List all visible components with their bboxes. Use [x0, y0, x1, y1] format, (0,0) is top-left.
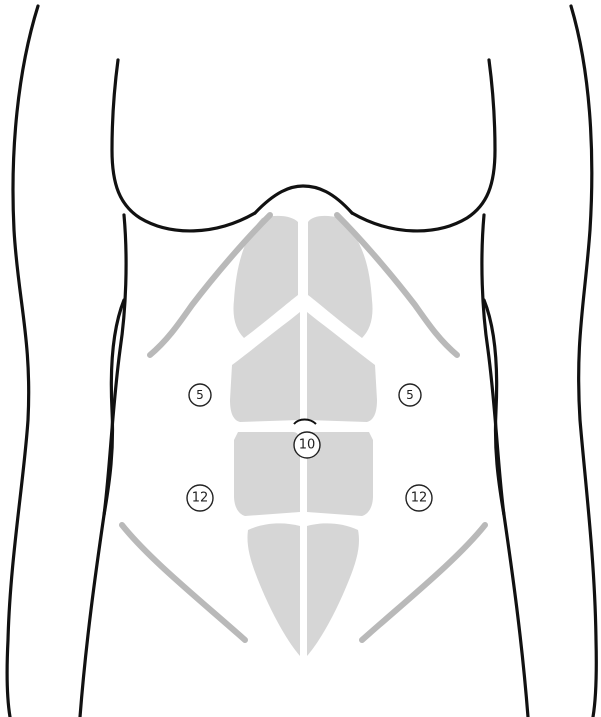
- right-flank-outline: [482, 215, 528, 717]
- marker-upper-right: 5: [399, 384, 421, 406]
- marker-lower-left-label: 12: [192, 491, 209, 506]
- marker-umbilicus: 10: [294, 432, 320, 458]
- left-breast-outline: [112, 60, 255, 231]
- pubic-left-muscle-segment: [247, 523, 300, 656]
- marker-umbilicus-label: 10: [299, 438, 316, 453]
- sternum-arch-outline: [255, 186, 352, 213]
- upper-left-muscle-segment: [233, 216, 298, 338]
- right-breast-outline: [352, 60, 495, 231]
- left-inguinal-guide-line: [122, 525, 245, 640]
- oblique-lines: [122, 215, 485, 640]
- marker-lower-right-label: 12: [411, 491, 428, 506]
- right-inguinal-guide-line: [362, 525, 485, 640]
- marker-upper-left-label: 5: [196, 388, 204, 402]
- marker-lower-right: 12: [406, 485, 432, 511]
- pubic-right-muscle-segment: [307, 523, 359, 656]
- left-arm-outline: [7, 6, 38, 717]
- right-arm-outline: [571, 6, 596, 717]
- marker-upper-right-label: 5: [406, 388, 414, 402]
- left-flank-outline: [80, 215, 126, 717]
- marker-lower-left: 12: [187, 485, 213, 511]
- body-outline: [7, 6, 596, 717]
- upper-right-muscle-segment: [308, 216, 373, 338]
- lower-left-muscle-segment: [234, 432, 300, 516]
- marker-upper-left: 5: [189, 384, 211, 406]
